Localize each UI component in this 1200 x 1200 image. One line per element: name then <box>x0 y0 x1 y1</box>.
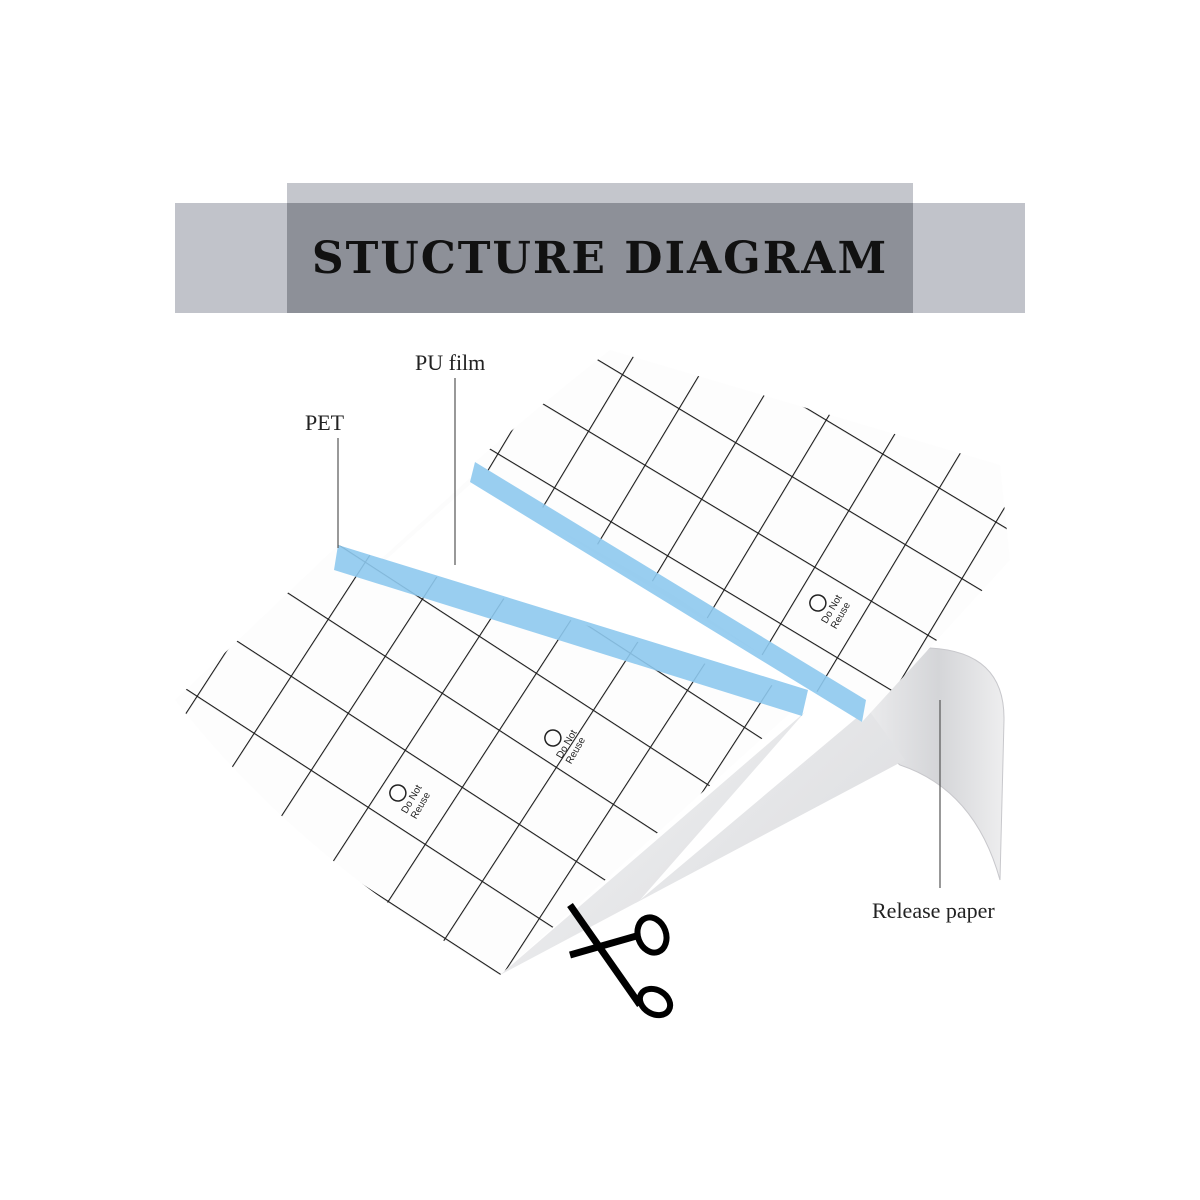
pu-film-surface <box>380 480 860 900</box>
top-sheet-blue-strip <box>470 462 866 722</box>
diagram-title: STUCTURE DIAGRAM <box>311 232 889 284</box>
header-box <box>287 203 913 313</box>
pu-film-label: PU film <box>415 350 486 375</box>
release-paper <box>839 647 1005 881</box>
scissors-icon <box>567 902 674 1019</box>
top-sheet <box>475 350 1010 722</box>
pet-sheet-blue-strip <box>334 545 808 716</box>
header-band-top <box>287 183 913 203</box>
pet-label: PET <box>305 410 345 435</box>
release-paper-label: Release paper <box>872 898 995 923</box>
